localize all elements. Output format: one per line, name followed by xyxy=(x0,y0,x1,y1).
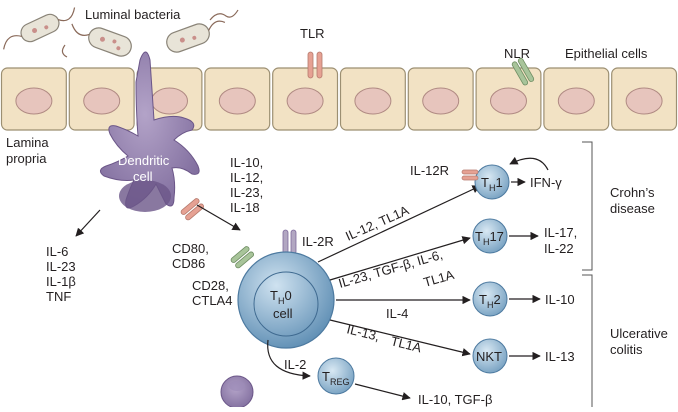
cd28-ctla4-0: CD28, xyxy=(192,278,229,293)
arrow-th0-to-th17 xyxy=(329,236,471,281)
arrow-dc-secreted xyxy=(75,209,101,237)
dc-secreted-0: IL-6 xyxy=(46,244,68,259)
il2r-label: IL-2R xyxy=(302,234,334,249)
th1-cell xyxy=(474,164,510,200)
epithelial-nucleus xyxy=(354,87,392,115)
epithelial-nucleus xyxy=(625,87,663,115)
arrow-ifn-feedback xyxy=(509,156,549,171)
epithelial-nucleus xyxy=(490,87,527,115)
tlr-receptor xyxy=(307,51,323,79)
dc-cytokine-1: IL-12, xyxy=(230,170,263,185)
nkt-output-label: IL-13 xyxy=(545,349,575,364)
lamina-propria-label-1: Lamina xyxy=(6,135,49,150)
nkt-cell xyxy=(472,338,508,374)
crohns-bracket xyxy=(582,141,593,271)
th2-cell xyxy=(472,281,508,317)
th0-cell-label: cell xyxy=(273,306,293,321)
epithelial-nucleus xyxy=(218,87,256,115)
tlr-label: TLR xyxy=(300,26,325,41)
th1-label: TH1 xyxy=(481,175,503,193)
treg-output-label: IL-10, TGF-β xyxy=(418,392,492,407)
dc-cytokines: IL-10,IL-12,IL-23,IL-18 xyxy=(230,155,263,215)
bacterium-1 xyxy=(3,7,76,50)
arrow-th0-to-treg xyxy=(267,339,311,380)
dendritic-cell xyxy=(100,51,200,212)
dc-secreted-3: TNF xyxy=(46,289,71,304)
uc-label-1: Ulcerative xyxy=(610,326,668,341)
arrow-nkt-label-2: TL1A xyxy=(389,333,423,355)
treg-cell xyxy=(317,357,355,395)
arrow-th0-to-th1 xyxy=(317,185,481,263)
cd80-cd86-1: CD86 xyxy=(172,256,205,271)
dendritic-cell-label-1: Dendritic xyxy=(118,153,170,168)
cd80-cd86-0: CD80, xyxy=(172,241,209,256)
th2-output-label: IL-10 xyxy=(545,292,575,307)
epithelial-nucleus xyxy=(83,87,121,115)
arrow-th17-label-2: TL1A xyxy=(422,267,456,290)
lamina-propria-label-2: propria xyxy=(6,151,47,166)
il12r-label: IL-12R xyxy=(410,163,449,178)
dc-secreted-2: IL-1β xyxy=(46,274,76,289)
arrow-dc-to-th0 xyxy=(196,204,241,231)
dc-cytokine-2: IL-23, xyxy=(230,185,263,200)
flagellum-1 xyxy=(209,9,239,21)
th17-cell xyxy=(472,218,508,254)
th17-output-1: IL-17, xyxy=(544,225,577,240)
epithelial-nucleus xyxy=(422,87,460,115)
cd28-ctla4-1: CTLA4 xyxy=(192,293,232,308)
nkt-label: NKT xyxy=(476,349,502,364)
epithelial-nucleus xyxy=(286,87,324,115)
cd28-ctla4-labels: CD28,CTLA4 xyxy=(192,278,232,308)
dc-secreted-1: IL-23 xyxy=(46,259,76,274)
nlr-receptor xyxy=(511,57,535,86)
uc-bracket xyxy=(582,274,593,407)
dc-cytokine-0: IL-10, xyxy=(230,155,263,170)
cd80-cd86-receptor xyxy=(180,198,205,221)
th17-label: TH17 xyxy=(475,229,504,247)
luminal-bacteria-label: Luminal bacteria xyxy=(85,7,181,22)
th0-label: TH0 xyxy=(270,288,292,306)
il2r-receptor xyxy=(282,229,297,255)
uc-label-2: colitis xyxy=(610,342,643,357)
epithelial-layer xyxy=(0,67,678,131)
epithelial-nucleus xyxy=(15,87,53,115)
th17-output-2: IL-22 xyxy=(544,241,574,256)
th2-label: TH2 xyxy=(479,292,501,310)
arrow-th0-to-nkt xyxy=(329,319,471,357)
arrow-th2-label: IL-4 xyxy=(386,306,408,321)
crohns-label-2: disease xyxy=(610,201,655,216)
arrow-treg-label: IL-2 xyxy=(284,357,306,372)
treg-label: TREG xyxy=(322,369,349,387)
th1-output-label: IFN-γ xyxy=(530,175,562,190)
epithelial-cells-label: Epithelial cells xyxy=(565,46,648,61)
nlr-label: NLR xyxy=(504,46,530,61)
flagellum-2 xyxy=(61,44,68,58)
cd28-receptor xyxy=(230,246,255,269)
epithelial-nucleus xyxy=(557,87,595,115)
small-cell-bottom xyxy=(220,375,254,409)
bacterium-2 xyxy=(71,23,132,57)
cd80-cd86-labels: CD80,CD86 xyxy=(172,241,209,271)
epithelial-nucleus xyxy=(151,87,188,115)
arrow-treg-output xyxy=(354,383,411,401)
bacterium-3 xyxy=(166,20,226,53)
dc-cytokine-3: IL-18 xyxy=(230,200,260,215)
il12r-receptor xyxy=(461,169,479,181)
crohns-label-1: Crohn’s xyxy=(610,185,655,200)
th0-cell xyxy=(237,251,335,349)
luminal-bacteria-group xyxy=(3,7,239,58)
arrow-nkt-label-1: IL-13, xyxy=(345,321,381,344)
dendritic-cell-label-2: cell xyxy=(133,169,153,184)
